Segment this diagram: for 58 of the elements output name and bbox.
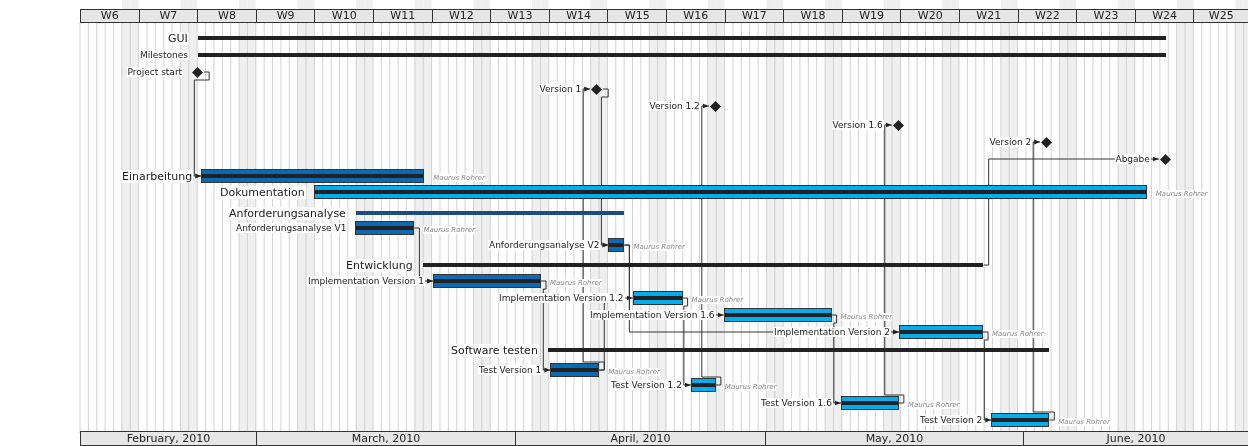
week-header-cell: W18 (783, 9, 843, 23)
task-label: Version 1 (538, 84, 583, 94)
week-header-cell: W16 (666, 9, 726, 23)
week-header-cell: W14 (548, 9, 609, 23)
month-footer-cell: March, 2010 (256, 431, 516, 446)
week-header-cell: W24 (1134, 9, 1195, 23)
task-label: GUI (167, 31, 189, 45)
week-header-cell: W17 (724, 9, 785, 23)
week-header-cell: W9 (255, 9, 316, 23)
task-label: Version 1.6 (831, 120, 884, 130)
week-header-cell: W8 (197, 9, 257, 23)
task-label: Test Version 1 (478, 365, 543, 375)
dependency-arrow (831, 314, 842, 406)
week-header-cell: W11 (373, 9, 433, 23)
task-label: Entwicklung (345, 258, 414, 272)
week-header-cell: W10 (314, 9, 374, 23)
week-header-cell: W21 (959, 9, 1019, 23)
dependency-arrow (413, 227, 434, 284)
dependency-arrow (193, 71, 210, 179)
task-label: Dokumentation (219, 185, 306, 199)
task-label: Implementation Version 2 (773, 327, 891, 337)
week-header-cell: W7 (138, 9, 199, 23)
month-footer-cell: February, 2010 (80, 431, 257, 446)
task-label: Software testen (450, 343, 539, 357)
dependency-arrow (982, 331, 992, 423)
dependency-arrow (884, 122, 905, 404)
week-header-cell: W6 (80, 9, 140, 23)
task-label: Abgabe (1114, 154, 1151, 164)
task-label: Test Version 2 (919, 415, 984, 425)
week-header-cell: W22 (1017, 9, 1078, 23)
month-footer-cell: April, 2010 (515, 431, 766, 446)
dependency-arrow (540, 280, 551, 373)
week-header-cell: W20 (900, 9, 960, 23)
task-label: Anforderungsanalyse (228, 206, 347, 220)
task-label: Anforderungsanalyse V2 (488, 240, 601, 250)
task-label: Version 1.2 (648, 101, 701, 111)
task-label: Implementation Version 1.6 (589, 310, 716, 320)
task-label: Implementation Version 1.2 (498, 293, 625, 303)
task-label: Test Version 1.6 (760, 398, 833, 408)
task-label: Einarbeitung (121, 169, 194, 183)
dependency-arrow (701, 103, 722, 386)
week-header-cell: W19 (841, 9, 902, 23)
task-label: Version 2 (988, 137, 1033, 147)
month-footer-cell: June, 2010 (1023, 431, 1248, 446)
dependency-arrow (1032, 139, 1055, 421)
task-label: Milestones (139, 50, 189, 60)
task-label: Anforderungsanalyse V1 (235, 223, 348, 233)
month-footer-cell: May, 2010 (765, 431, 1024, 446)
week-header-cell: W12 (431, 9, 492, 23)
week-header-cell: W25 (1193, 9, 1248, 23)
task-label: Test Version 1.2 (610, 380, 683, 390)
task-label: Project start (126, 67, 184, 77)
dependency-arrow (600, 88, 609, 248)
dependency-arrow (682, 297, 692, 388)
task-label: Implementation Version 1 (307, 276, 425, 286)
week-header-cell: W15 (607, 9, 667, 23)
week-header-cell: W23 (1076, 9, 1136, 23)
week-header-cell: W13 (490, 9, 550, 23)
